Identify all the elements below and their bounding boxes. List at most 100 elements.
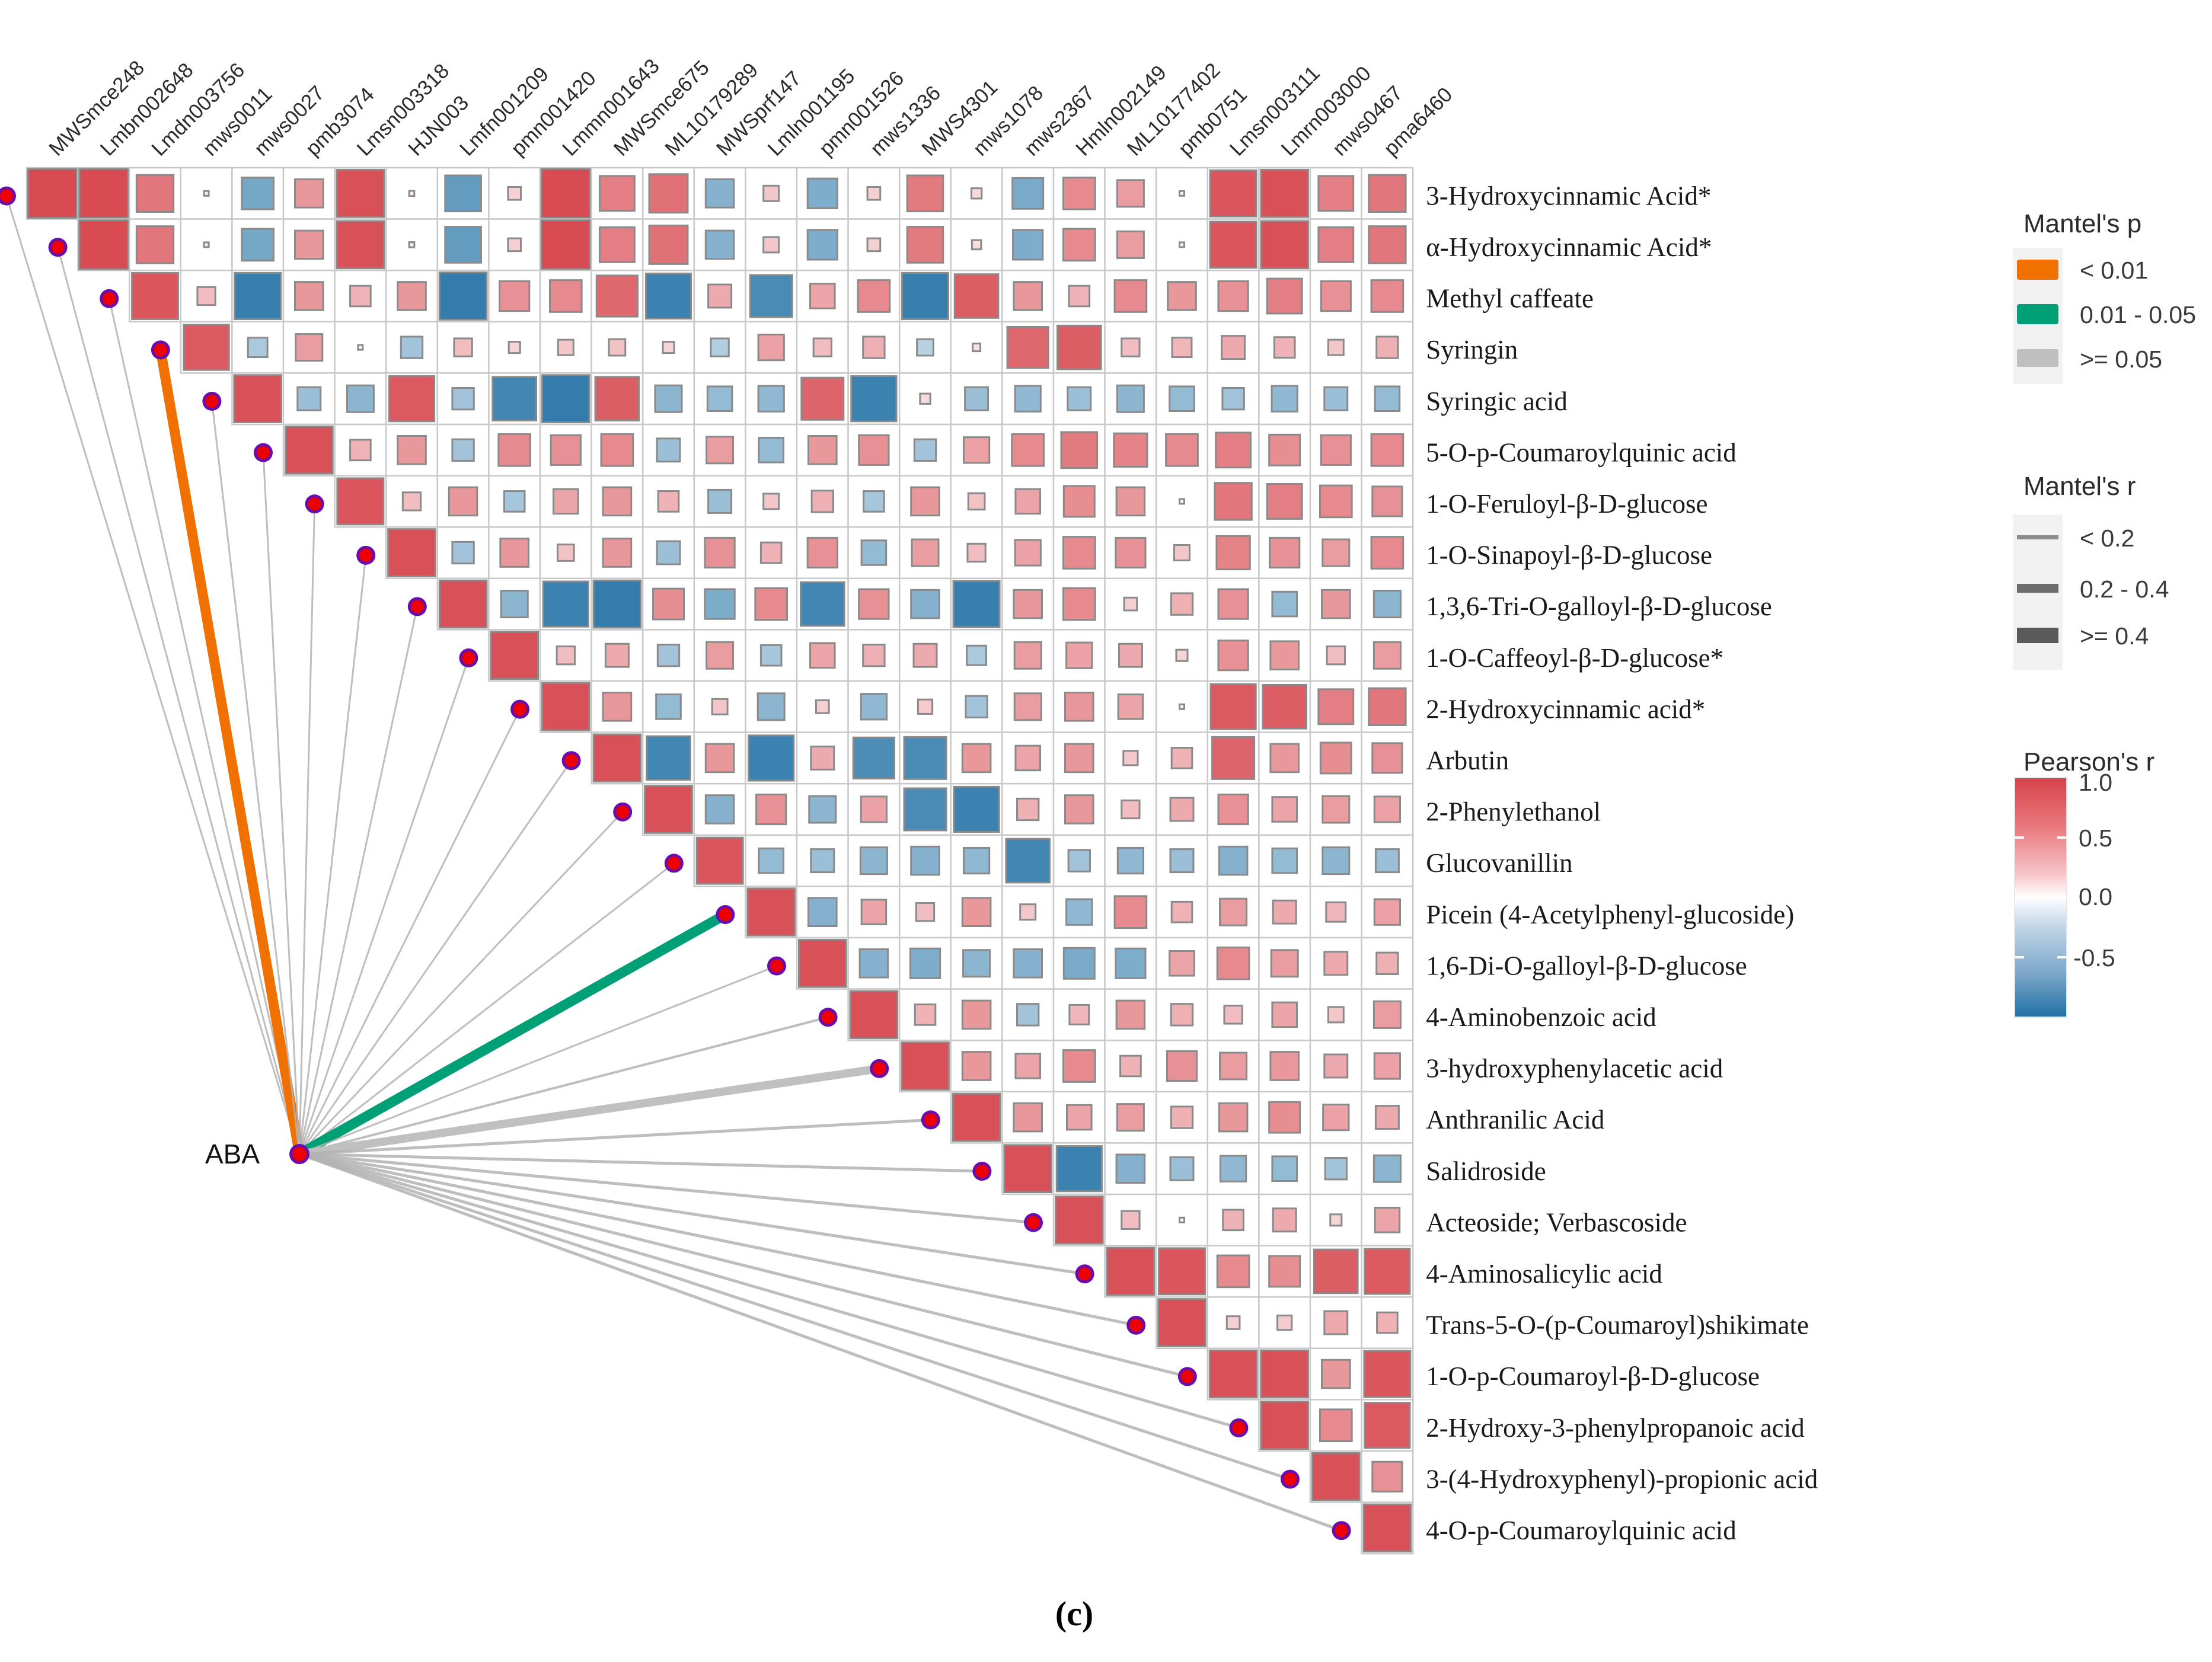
heatmap-cell[interactable]	[1320, 280, 1352, 312]
heatmap-cell[interactable]	[1171, 337, 1193, 359]
mantel-link-line[interactable]	[298, 1152, 1035, 1225]
heatmap-cell[interactable]	[644, 785, 693, 834]
heatmap-cell[interactable]	[759, 644, 783, 667]
heatmap-cell[interactable]	[1320, 589, 1351, 619]
heatmap-cell[interactable]	[541, 682, 590, 731]
heatmap-cell[interactable]	[1322, 795, 1351, 824]
aba-node-group[interactable]: ABA	[205, 1139, 309, 1169]
heatmap-cell[interactable]	[1067, 386, 1092, 411]
heatmap-cell[interactable]	[497, 433, 532, 467]
heatmap-cell[interactable]	[1327, 338, 1345, 356]
mantel-link-line[interactable]	[155, 344, 305, 1159]
heatmap-cell[interactable]	[1372, 641, 1402, 670]
heatmap-cell[interactable]	[336, 477, 385, 526]
heatmap-cell[interactable]	[451, 541, 475, 565]
heatmap-cell[interactable]	[810, 490, 834, 513]
mantel-link-line[interactable]	[298, 965, 778, 1155]
heatmap-cell[interactable]	[550, 434, 582, 466]
mantel-link-line[interactable]	[298, 811, 624, 1155]
heatmap-cell[interactable]	[1271, 590, 1298, 618]
heatmap-cell[interactable]	[1013, 1102, 1043, 1133]
heatmap-cell[interactable]	[646, 735, 691, 781]
heatmap-cell[interactable]	[1011, 177, 1045, 210]
heatmap-cell[interactable]	[1175, 648, 1189, 662]
heatmap-cell[interactable]	[704, 794, 735, 824]
mantel-link-line[interactable]	[298, 862, 675, 1155]
heatmap-cell[interactable]	[241, 176, 275, 210]
heatmap-cell[interactable]	[608, 338, 627, 357]
heatmap-cell[interactable]	[1115, 1153, 1146, 1184]
heatmap-cell[interactable]	[749, 274, 793, 318]
heatmap-cell[interactable]	[806, 536, 838, 569]
heatmap-cell[interactable]	[1376, 1311, 1399, 1334]
heatmap-cell[interactable]	[1262, 683, 1308, 730]
heatmap-cell[interactable]	[490, 631, 540, 680]
heatmap-cell[interactable]	[906, 226, 944, 264]
heatmap-cell[interactable]	[1209, 169, 1257, 218]
heatmap-cell[interactable]	[1320, 1359, 1351, 1389]
heatmap-cell[interactable]	[1269, 743, 1300, 774]
heatmap-cell[interactable]	[135, 225, 175, 264]
heatmap-cell[interactable]	[1062, 1049, 1096, 1083]
heatmap-cell[interactable]	[1170, 900, 1193, 923]
heatmap-cell[interactable]	[962, 436, 991, 464]
heatmap-cell[interactable]	[1269, 536, 1301, 569]
heatmap-cell[interactable]	[598, 175, 636, 212]
heatmap-cell[interactable]	[1362, 1503, 1412, 1553]
heatmap-cell[interactable]	[910, 486, 940, 517]
heatmap-cell[interactable]	[1370, 536, 1405, 570]
heatmap-cell[interactable]	[1157, 1298, 1206, 1347]
heatmap-cell[interactable]	[183, 324, 230, 371]
heatmap-cell[interactable]	[408, 190, 416, 197]
heatmap-cell[interactable]	[1055, 1145, 1103, 1193]
link-endpoint-node[interactable]	[205, 395, 219, 408]
heatmap-cell[interactable]	[1323, 1053, 1349, 1079]
heatmap-cell[interactable]	[1217, 280, 1249, 312]
heatmap-cell[interactable]	[1372, 590, 1402, 619]
heatmap-cell[interactable]	[706, 385, 733, 412]
heatmap-cell[interactable]	[1067, 849, 1091, 872]
heatmap-cell[interactable]	[654, 384, 683, 413]
heatmap-cell[interactable]	[293, 178, 324, 209]
heatmap-cell[interactable]	[203, 190, 210, 197]
heatmap-cell[interactable]	[1116, 384, 1145, 413]
heatmap-cell[interactable]	[1269, 1051, 1300, 1081]
heatmap-cell[interactable]	[1062, 536, 1096, 570]
heatmap-cell[interactable]	[349, 285, 372, 308]
link-endpoint-node[interactable]	[257, 446, 270, 459]
aba-node-dot[interactable]	[292, 1147, 307, 1161]
heatmap-cell[interactable]	[1106, 1246, 1156, 1296]
heatmap-cell[interactable]	[1014, 1053, 1041, 1079]
heatmap-cell[interactable]	[858, 434, 890, 466]
heatmap-cell[interactable]	[810, 745, 835, 771]
heatmap-cell[interactable]	[1005, 838, 1051, 884]
heatmap-cell[interactable]	[1211, 736, 1256, 780]
mantel-link-line[interactable]	[108, 298, 301, 1155]
heatmap-cell[interactable]	[507, 186, 522, 201]
heatmap-cell[interactable]	[1221, 335, 1246, 360]
heatmap-cell[interactable]	[1121, 337, 1141, 357]
heatmap-cell[interactable]	[507, 341, 521, 354]
heatmap-cell[interactable]	[1123, 596, 1138, 612]
heatmap-cell[interactable]	[806, 229, 838, 261]
heatmap-cell[interactable]	[1013, 692, 1042, 721]
heatmap-cell[interactable]	[295, 333, 324, 362]
heatmap-cell[interactable]	[857, 279, 891, 313]
mantel-link-line[interactable]	[298, 503, 316, 1155]
heatmap-cell[interactable]	[1260, 1401, 1310, 1450]
heatmap-cell[interactable]	[1113, 279, 1148, 313]
heatmap-cell[interactable]	[1217, 640, 1249, 672]
heatmap-cell[interactable]	[1311, 1452, 1361, 1501]
heatmap-cell[interactable]	[1364, 1248, 1411, 1295]
heatmap-cell[interactable]	[1260, 1349, 1310, 1399]
heatmap-cell[interactable]	[602, 486, 633, 517]
heatmap-cell[interactable]	[858, 948, 889, 979]
heatmap-cell[interactable]	[1179, 1216, 1185, 1223]
heatmap-cell[interactable]	[542, 580, 589, 628]
heatmap-cell[interactable]	[1115, 999, 1146, 1030]
heatmap-cell[interactable]	[1370, 279, 1405, 313]
heatmap-cell[interactable]	[1317, 688, 1355, 725]
heatmap-cell[interactable]	[952, 580, 1001, 628]
heatmap-cell[interactable]	[1375, 951, 1399, 975]
heatmap-cell[interactable]	[336, 220, 385, 270]
